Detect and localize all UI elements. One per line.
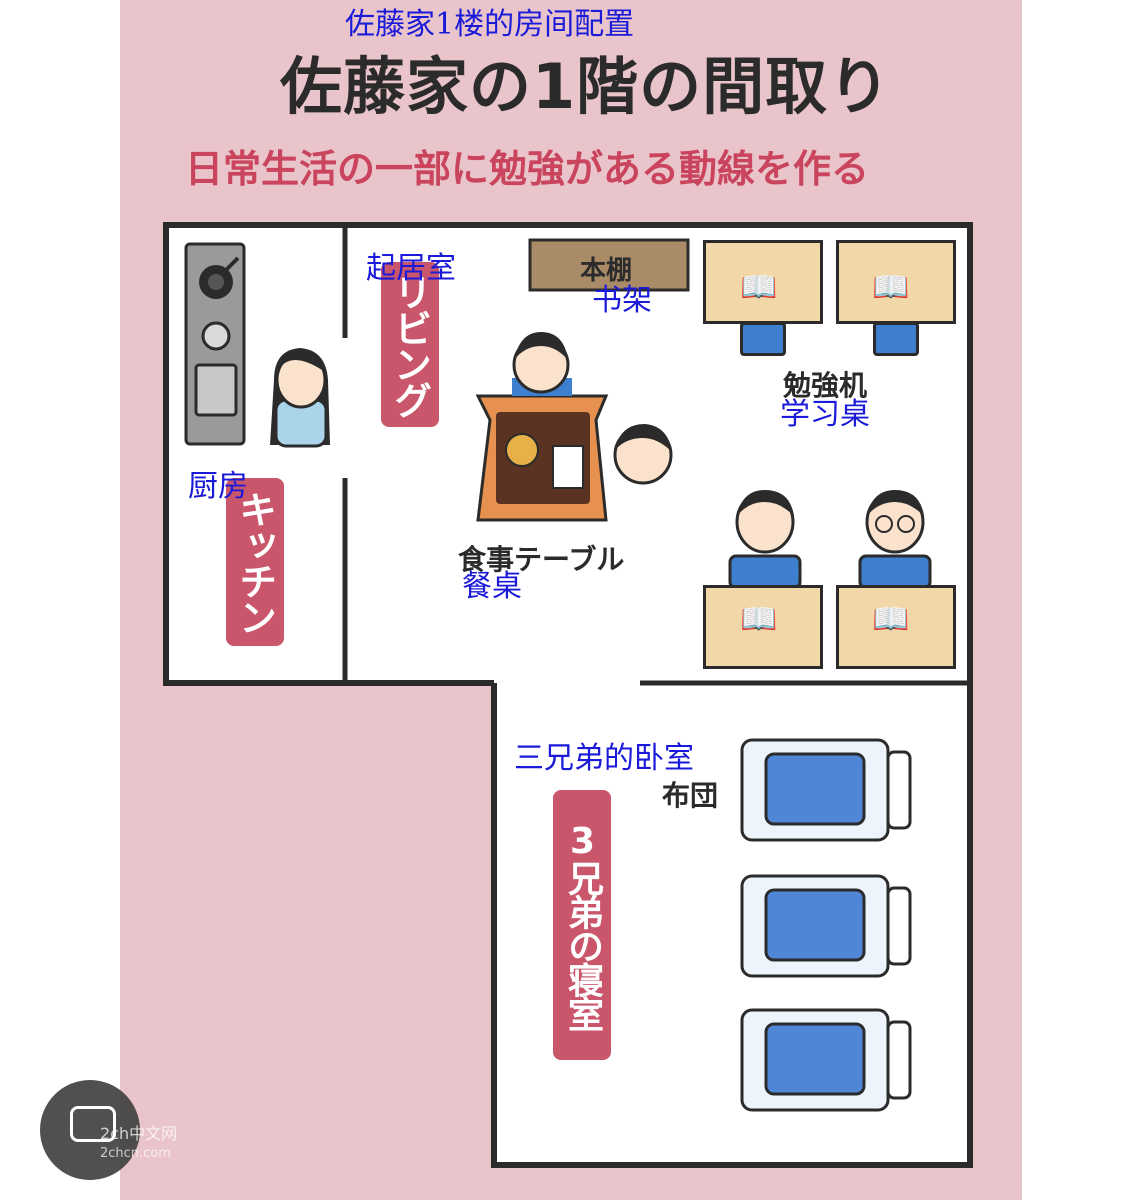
camera-icon	[70, 1106, 116, 1142]
chair-top-left	[740, 322, 786, 356]
mother-figure	[270, 348, 330, 448]
stove	[184, 242, 246, 446]
desk-translation: 学习桌	[780, 397, 870, 432]
watermark-url: 2chcn.com	[100, 1146, 171, 1161]
child-figure-right	[613, 424, 673, 485]
kitchen-translation: 厨房	[188, 469, 248, 504]
dining-table-translation: 餐桌	[462, 569, 522, 604]
chair-top-right	[873, 322, 919, 356]
outer-wall	[163, 222, 973, 1168]
page-subtitle: 日常生活の一部に勉強がある動線を作る	[185, 147, 870, 191]
watermark-badge	[40, 1080, 140, 1180]
book-icon: 📖	[872, 602, 910, 637]
desk-bottom-right	[836, 585, 956, 669]
bedroom-label: 3兄弟の寝室	[553, 790, 611, 1060]
child-figure-top	[512, 332, 572, 396]
dining-table	[475, 394, 609, 522]
child-figure-desk-left	[728, 490, 802, 590]
desk-top-left	[703, 240, 823, 324]
futon-2	[740, 874, 912, 978]
bedroom-translation: 三兄弟的卧室	[514, 741, 694, 776]
bookshelf-translation: 书架	[592, 283, 652, 318]
watermark-text: 2ch中文网	[100, 1124, 178, 1143]
book-icon: 📖	[872, 270, 910, 305]
book-icon: 📖	[740, 602, 778, 637]
futon-label: 布団	[662, 779, 719, 812]
desk-label: 勉強机	[783, 369, 868, 402]
desk-bottom-left	[703, 585, 823, 669]
book-icon: 📖	[740, 270, 778, 305]
living-room-label: リビング	[381, 262, 439, 427]
bookshelf	[528, 238, 690, 292]
futon-1	[740, 738, 912, 842]
translation-title: 佐藤家1楼的房间配置	[345, 7, 635, 42]
bookshelf-label: 本棚	[580, 256, 633, 286]
kitchen-label: キッチン	[226, 478, 284, 646]
dining-table-label: 食事テーブル	[458, 543, 625, 576]
living-translation: 起居室	[366, 251, 456, 286]
futon-3	[740, 1008, 912, 1112]
page-title: 佐藤家の1階の間取り	[280, 50, 892, 123]
child-figure-desk-right	[858, 490, 932, 590]
